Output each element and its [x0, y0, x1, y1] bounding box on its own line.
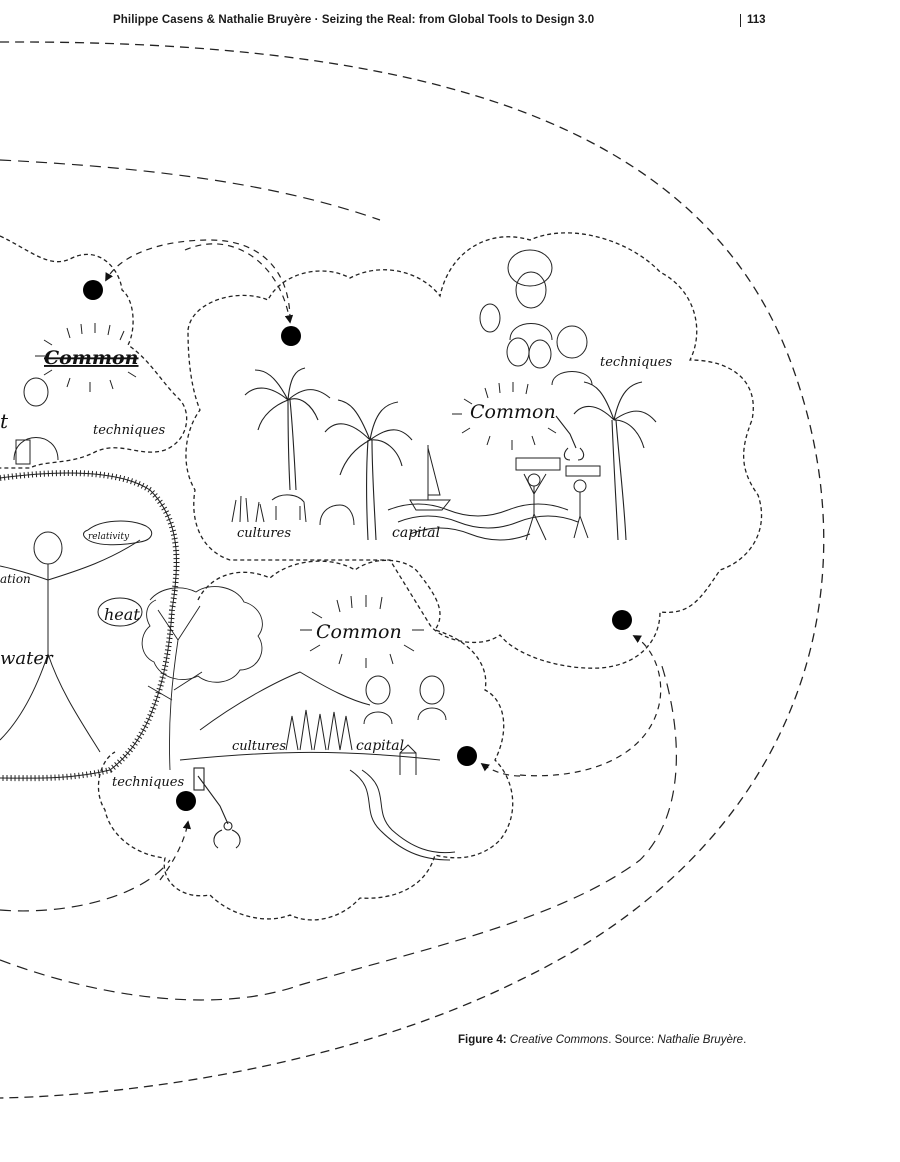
- word-common-bottom: Common: [316, 621, 402, 643]
- arrow-to-top-dot: [184, 243, 294, 324]
- faces: [479, 249, 593, 386]
- word-techniques-left: techniques: [93, 423, 165, 438]
- running-head: Philippe Casens & Nathalie Bruyère · Sei…: [113, 14, 595, 26]
- arrow-to-bottom-dot: [480, 762, 521, 777]
- word-ation: ation: [0, 572, 31, 586]
- arrow-from-bottom-left-dot: [159, 820, 192, 881]
- word-common-left: Common: [44, 347, 139, 369]
- landscape: [179, 671, 456, 861]
- palm-trees: [244, 367, 657, 541]
- word-cultures-top: cultures: [237, 526, 291, 541]
- shrub: [141, 586, 263, 771]
- dot-bottom-left: [176, 791, 196, 811]
- word-common-top: Common: [470, 401, 556, 423]
- figure-caption: Figure 4: Creative Commons. Source: Nath…: [458, 1034, 746, 1046]
- word-capital-bottom: capital: [356, 738, 404, 754]
- word-capital-top: capital: [392, 525, 440, 541]
- outer-ellipse: [0, 41, 825, 1099]
- caption-title: Creative Commons: [509, 1034, 609, 1046]
- page-number: 113: [740, 14, 766, 27]
- caption-label: Figure 4:: [458, 1034, 507, 1046]
- vitruvian-figure: [0, 520, 153, 753]
- arrow-to-left-dot: [105, 239, 291, 321]
- dot-top-cloud: [281, 326, 301, 346]
- word-water: water: [0, 648, 54, 669]
- dot-right-cloud: [612, 610, 632, 630]
- arrow-to-right-dot: [519, 635, 662, 777]
- sailboat-sea: [387, 445, 579, 541]
- dot-bottom-cloud: [457, 746, 477, 766]
- robot-arm-top: [555, 415, 585, 461]
- workers: [515, 457, 601, 541]
- sun-rays-bottom: [300, 595, 424, 668]
- word-techniques-bottom: techniques: [112, 775, 184, 790]
- robot-arm-bottom: [193, 767, 241, 849]
- caption-source: Nathalie Bruyère: [657, 1034, 744, 1046]
- word-relativity: relativity: [88, 532, 130, 542]
- cloud-top-right: [185, 232, 763, 669]
- caption-source-label: . Source:: [608, 1034, 658, 1046]
- word-techniques-top: techniques: [600, 355, 672, 370]
- cloud-bottom: [97, 559, 514, 921]
- caption-end: .: [743, 1034, 747, 1046]
- dot-left-cloud: [83, 280, 103, 300]
- culture-plants: [231, 494, 355, 526]
- sun-rays-left: [35, 323, 137, 392]
- left-bust: [13, 377, 59, 465]
- inner-loop-top: [0, 159, 381, 221]
- word-heat: heat: [104, 605, 140, 624]
- word-t-fragment: t: [0, 409, 9, 433]
- word-cultures-bottom: cultures: [232, 739, 286, 754]
- inner-loop-bottom: [0, 859, 171, 912]
- inner-loop-lower: [0, 659, 677, 1001]
- cloud-left: [0, 235, 188, 469]
- sun-rays-top: [452, 382, 557, 450]
